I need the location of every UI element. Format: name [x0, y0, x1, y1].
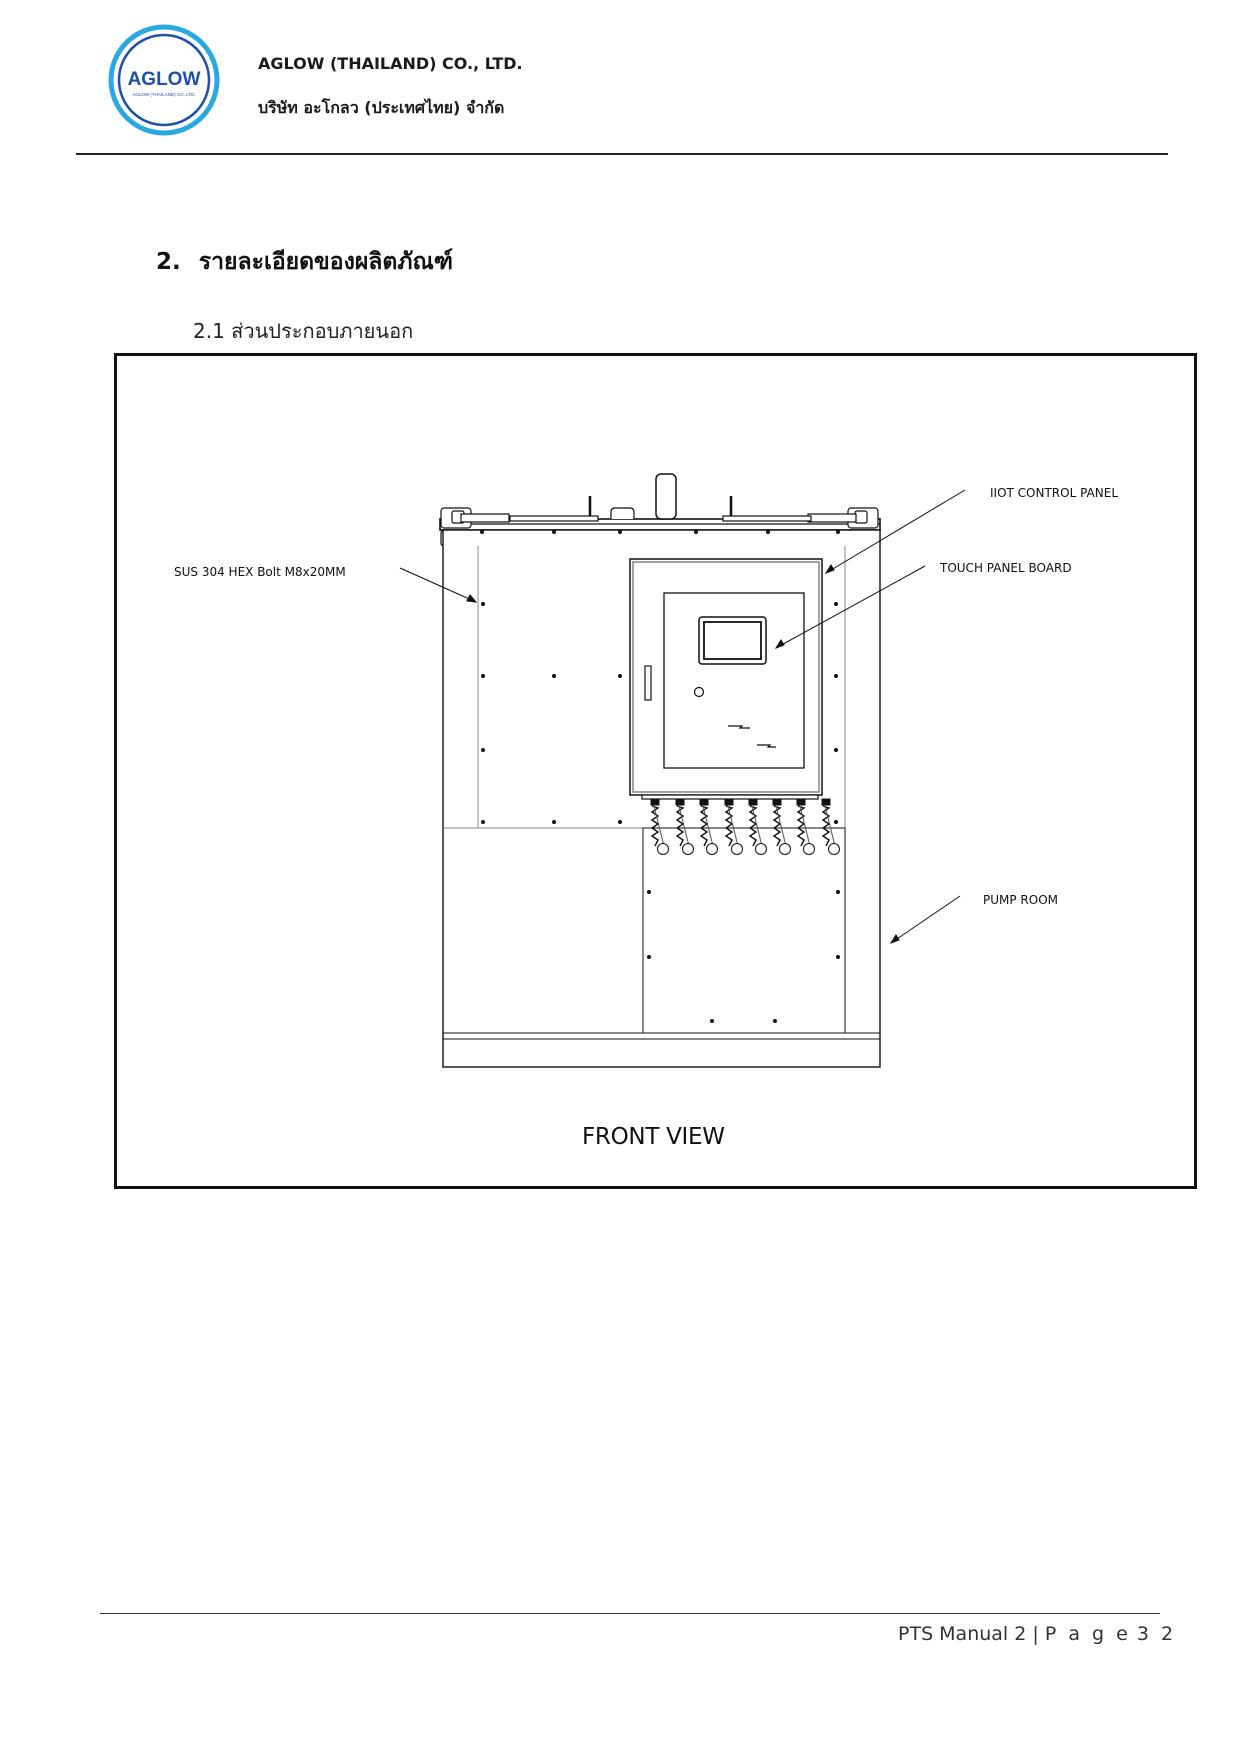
header-divider [76, 153, 1168, 155]
footer-divider [100, 1613, 1160, 1614]
company-logo: AGLOW AGLOW (THAILAND) CO.,LTD. [108, 24, 220, 136]
bolt-dots [480, 530, 840, 1023]
cable-gland [772, 798, 791, 855]
footer-doc-name: PTS Manual 2 | [898, 1623, 1039, 1645]
footer-page-number: 3 2 [1136, 1623, 1177, 1645]
subsection-heading: 2.1 ส่วนประกอบภายนอก [193, 319, 414, 343]
company-name-en: AGLOW (THAILAND) CO., LTD. [258, 54, 523, 73]
logo-text: AGLOW [128, 69, 201, 90]
company-name-th: บริษัท อะโกลว (ประเทศไทย) จำกัด [258, 98, 505, 117]
cable-gland [724, 798, 743, 855]
cable-gland [748, 798, 767, 855]
cable-gland [650, 798, 669, 855]
callout-touch-panel-board: TOUCH PANEL BOARD [940, 561, 1072, 575]
callout-iiot-control-panel: IIOT CONTROL PANEL [990, 486, 1119, 500]
callout-hex-bolt: SUS 304 HEX Bolt M8x20MM [174, 565, 346, 579]
view-title: FRONT VIEW [582, 1124, 725, 1150]
cable-glands [650, 798, 840, 855]
figure-frame [114, 353, 1197, 1189]
cable-gland [699, 798, 718, 855]
callout-pump-room: PUMP ROOM [983, 893, 1059, 907]
cable-gland [821, 798, 840, 855]
logo-subtext: AGLOW (THAILAND) CO.,LTD. [132, 92, 195, 97]
page-footer: PTS Manual 2 | P a g e 3 2 [898, 1623, 1176, 1645]
section-title: รายละเอียดของผลิตภัณฑ์ [198, 249, 453, 275]
cable-gland [796, 798, 815, 855]
footer-page-word: P a g e [1044, 1623, 1131, 1645]
cable-gland [675, 798, 694, 855]
section-heading: 2. รายละเอียดของผลิตภัณฑ์ [156, 244, 453, 280]
leader-lines [399, 489, 966, 944]
control-box [629, 558, 823, 800]
section-number: 2. [156, 249, 181, 275]
